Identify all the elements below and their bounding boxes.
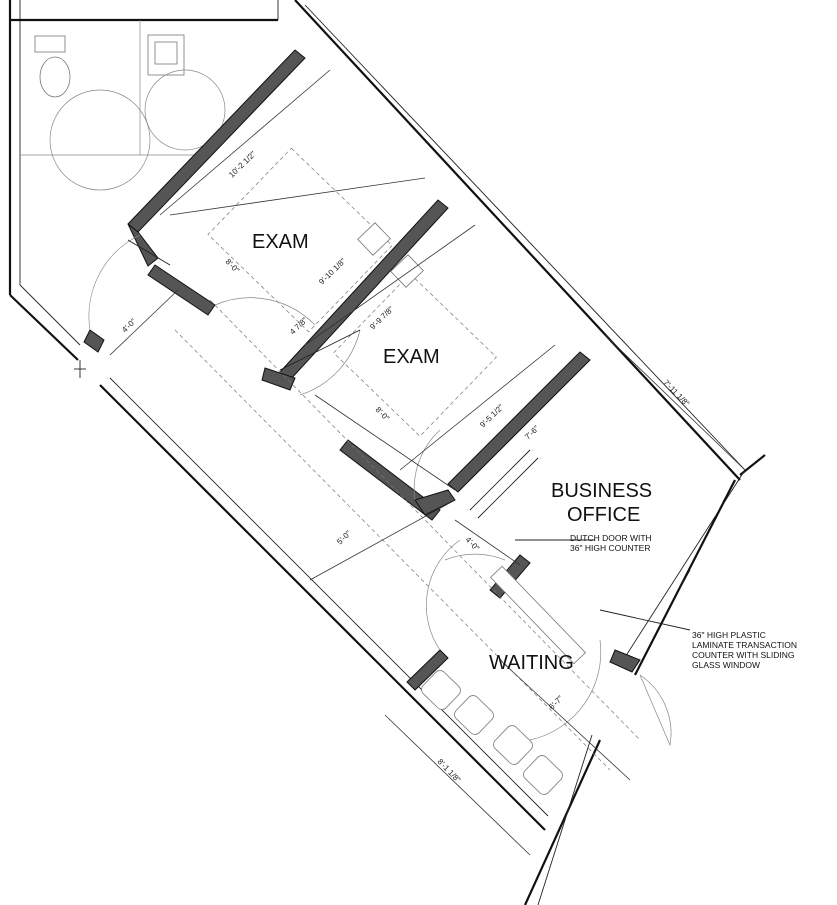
waiting-chair-1-icon bbox=[421, 670, 461, 710]
counter-note-line2: LAMINATE TRANSACTION bbox=[692, 640, 797, 650]
dutch-door-note-line1: DUTCH DOOR WITH bbox=[570, 533, 652, 543]
partitions bbox=[83, 49, 641, 691]
waiting-chair-4-icon bbox=[523, 755, 563, 795]
leader-lines bbox=[515, 539, 691, 631]
dim-exam1-door: 8'-0" bbox=[224, 257, 242, 275]
dutch-door-note-line2: 36" HIGH COUNTER bbox=[570, 543, 650, 553]
counter-note-line3: COUNTER WITH SLIDING bbox=[692, 650, 794, 660]
counter-note-line1: 36" HIGH PLASTIC bbox=[692, 630, 766, 640]
exam-room-lower-label: EXAM bbox=[383, 346, 440, 368]
dim-exam2-wall: 4 7/8" bbox=[288, 316, 309, 337]
waiting-room-label: WAITING bbox=[489, 652, 574, 674]
dim-exam2-length: 9'-5 1/2" bbox=[478, 403, 505, 430]
waiting-chair-2-icon bbox=[454, 695, 494, 735]
dim-waiting-depth: 6'-7" bbox=[547, 694, 565, 712]
dim-exam1-width: 9'-10 1/8" bbox=[317, 256, 348, 286]
clearance-lines bbox=[174, 147, 641, 771]
dim-waiting-corridor: 5'-0" bbox=[335, 529, 353, 547]
toilet-icon bbox=[39, 56, 71, 98]
transaction-counter bbox=[490, 565, 586, 665]
outer-walls bbox=[99, 0, 766, 905]
restroom bbox=[8, 0, 279, 361]
dim-exam2-width: 9'-9 7/8" bbox=[368, 305, 395, 332]
dim-exam2-door: 8'-0" bbox=[374, 405, 392, 423]
exam-sink-upper-icon bbox=[357, 222, 391, 256]
furniture bbox=[357, 222, 586, 795]
business-office-label-line1: BUSINESS bbox=[551, 480, 652, 502]
dim-office-door: 4'-0" bbox=[464, 535, 482, 553]
sink-icon bbox=[34, 35, 66, 53]
waiting-chair-3-icon bbox=[493, 725, 533, 765]
business-office-label-line2: OFFICE bbox=[567, 504, 640, 526]
door-swings bbox=[88, 234, 672, 747]
counter-note-line4: GLASS WINDOW bbox=[692, 660, 760, 670]
dim-waiting-width: 8'-1 1/8" bbox=[436, 757, 463, 784]
dim-corridor-width: 4'-0" bbox=[120, 317, 138, 335]
dim-office-width: 7'-6" bbox=[523, 424, 541, 442]
dimension-lines bbox=[109, 69, 746, 856]
exam-room-upper-label: EXAM bbox=[252, 231, 309, 253]
column-marker-icon bbox=[74, 360, 86, 378]
